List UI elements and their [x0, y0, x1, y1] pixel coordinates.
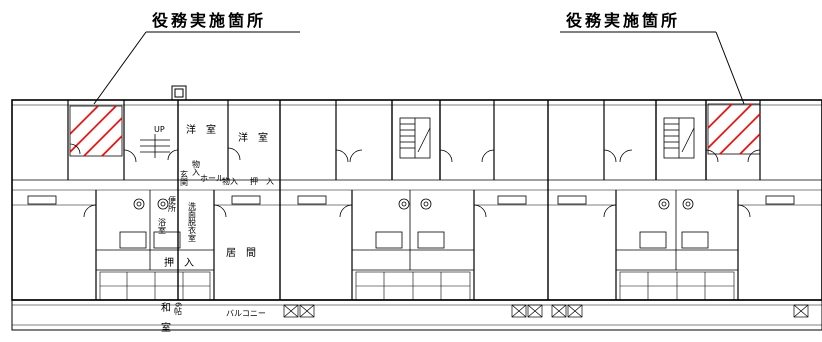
door-swings	[69, 143, 761, 218]
stair-right	[663, 117, 695, 159]
label-toilet: 便所	[168, 195, 177, 213]
tatami-grid	[99, 271, 735, 301]
service-area-left	[69, 105, 123, 157]
label-japanese-room: 和 室	[159, 302, 171, 332]
label-tatami-size: 6帖	[174, 302, 183, 316]
stair-center	[399, 117, 431, 159]
label-bath: 浴室	[158, 217, 167, 234]
bath-fixtures	[27, 195, 795, 249]
label-storage: 物入	[192, 159, 201, 176]
unit-walls	[12, 100, 822, 300]
roof-hatch	[171, 85, 187, 101]
label-western-room-a: 洋 室	[186, 123, 216, 136]
label-oshiire-upper: 押 入	[250, 176, 274, 186]
label-western-room-b: 洋 室	[238, 131, 268, 144]
building-outline	[11, 99, 822, 331]
callout-leader-right	[715, 31, 745, 105]
callout-label-right: 役務実施箇所	[566, 11, 680, 30]
label-balcony: バルコニー	[226, 309, 266, 318]
label-hall: ホール	[200, 174, 224, 183]
callout-label-left: 役務実施箇所	[152, 11, 266, 30]
stair-left	[140, 134, 170, 158]
label-washroom: 洗面脱衣室	[188, 201, 197, 242]
label-living: 居 間	[226, 247, 256, 259]
callout-leader-left	[93, 31, 147, 105]
balcony-units	[283, 304, 809, 318]
label-storage-closet: 物入	[222, 176, 238, 186]
label-oshiire-lower: 押 入	[164, 256, 194, 269]
service-area-right	[707, 103, 761, 155]
label-up: UP	[154, 125, 165, 134]
label-entrance: 玄関	[180, 169, 189, 187]
